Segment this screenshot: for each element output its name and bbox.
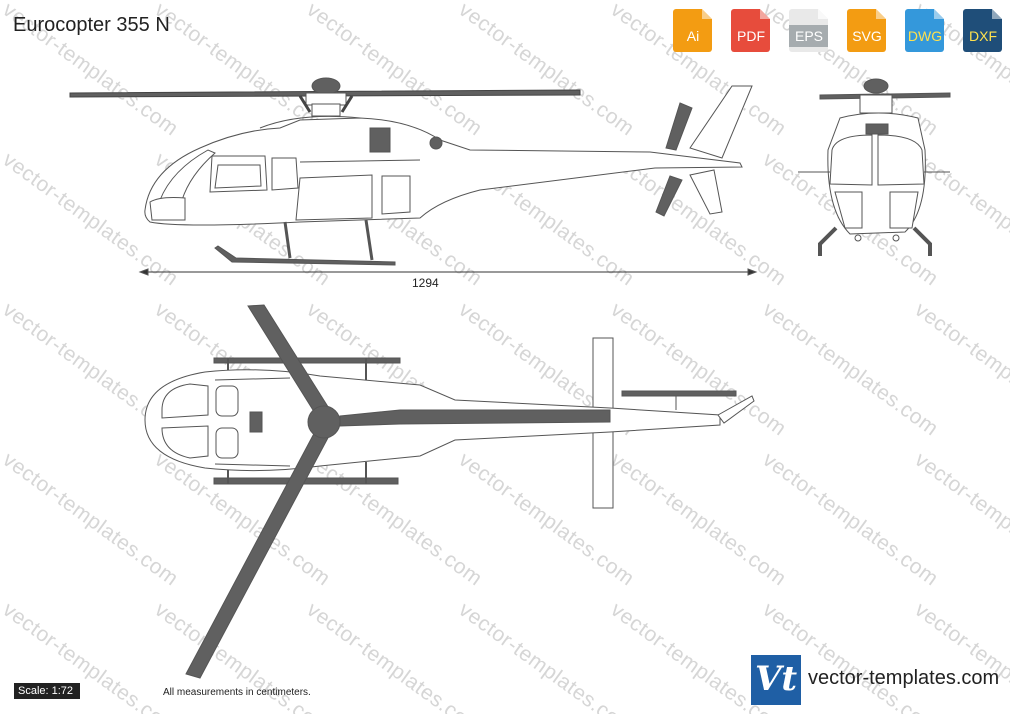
top-skid-lower bbox=[213, 477, 399, 485]
format-svg-icon[interactable]: SVG bbox=[842, 5, 892, 55]
vt-logo-icon[interactable]: Vt bbox=[751, 655, 801, 705]
front-windshield-left bbox=[829, 134, 873, 186]
format-dwg-label: DWG bbox=[907, 28, 943, 44]
format-dwg-icon[interactable]: DWG bbox=[900, 5, 950, 55]
side-rear-window bbox=[381, 175, 411, 215]
side-skid bbox=[214, 245, 396, 266]
side-cabin-door bbox=[295, 174, 373, 221]
top-window-front-left bbox=[161, 383, 209, 419]
side-tail-fin-lower bbox=[689, 169, 723, 215]
side-windscreen bbox=[159, 149, 216, 201]
side-tail-fin-upper bbox=[689, 85, 753, 159]
side-fuselage bbox=[144, 117, 743, 226]
top-window-rear-right bbox=[215, 427, 239, 459]
site-name-link[interactable]: vector-templates.com bbox=[808, 667, 1000, 689]
measurement-note: All measurements in centimeters. bbox=[163, 687, 311, 698]
format-dxf-label: DXF bbox=[969, 28, 997, 44]
dimension-length-label: 1294 bbox=[412, 276, 439, 290]
side-rotor-hub bbox=[311, 77, 341, 95]
top-window-front-right bbox=[161, 425, 209, 459]
vt-logo-mark: Vt bbox=[754, 659, 798, 699]
side-engine-grille bbox=[369, 127, 391, 153]
format-pdf-label: PDF bbox=[737, 28, 765, 44]
front-skids bbox=[818, 226, 932, 256]
side-view bbox=[69, 77, 758, 276]
format-pdf-icon[interactable]: PDF bbox=[726, 5, 776, 55]
front-windshield-right bbox=[877, 134, 925, 186]
top-view bbox=[144, 304, 755, 679]
top-rotor-hub bbox=[307, 405, 341, 439]
front-view bbox=[798, 78, 951, 256]
scale-badge: Scale: 1:72 bbox=[14, 683, 80, 699]
side-cabin-window-front bbox=[271, 157, 299, 191]
format-ai-label: Ai bbox=[686, 28, 700, 44]
top-skid-upper bbox=[213, 357, 401, 364]
format-eps-label: EPS bbox=[794, 28, 823, 44]
side-tail-rotor-upper bbox=[665, 102, 693, 151]
top-window-rear-left bbox=[215, 385, 239, 417]
side-nose-panel bbox=[149, 197, 186, 221]
top-tail-rotor bbox=[621, 390, 737, 397]
format-ai-icon[interactable]: Ai bbox=[668, 5, 718, 55]
page-title: Eurocopter 355 N bbox=[13, 14, 170, 36]
side-tail-rotor-lower bbox=[655, 175, 683, 217]
format-eps-icon[interactable]: EPS bbox=[784, 5, 834, 55]
format-dxf-icon[interactable]: DXF bbox=[958, 5, 1008, 55]
format-svg-label: SVG bbox=[852, 28, 882, 44]
top-tail-fin bbox=[717, 395, 755, 424]
